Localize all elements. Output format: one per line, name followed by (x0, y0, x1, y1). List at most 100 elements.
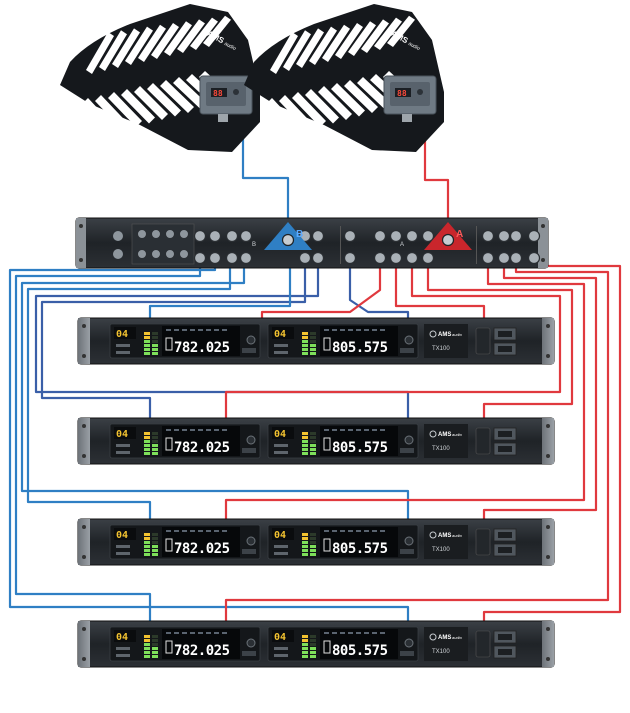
amplifier-display-value: 88 (213, 89, 223, 98)
rf-meter-segment (144, 432, 150, 435)
antenna-slot (147, 83, 181, 117)
network-port-socket (498, 532, 512, 538)
channel-switch (400, 549, 414, 554)
display-indicator (348, 329, 353, 331)
coax-cable-5 (20, 260, 410, 536)
menu-button (116, 344, 130, 347)
antenna-slot (292, 92, 326, 127)
bnc-connector (509, 229, 523, 243)
bnc-connector (298, 251, 312, 265)
receiver-brand: AMS (438, 533, 451, 539)
rf-meter-segment (144, 336, 150, 339)
af-meter-segment (310, 537, 316, 540)
power-jack (113, 249, 123, 259)
brand-logo-icon (429, 531, 437, 539)
display-indicator (332, 429, 337, 431)
display-indicator (324, 329, 329, 331)
bnc-connector (343, 251, 357, 265)
antenna-slot (134, 86, 168, 120)
rf-meter-segment (302, 639, 308, 642)
rf-meter-segment (302, 336, 308, 339)
rf-meter-segment (302, 432, 308, 435)
display-indicator (190, 429, 195, 431)
rack-screw (546, 657, 550, 661)
display-indicator (222, 632, 227, 634)
display-indicator (214, 530, 219, 532)
display-indicator (222, 530, 227, 532)
display-indicator (174, 429, 179, 431)
network-port-socket (498, 331, 512, 337)
channel-knob (404, 335, 414, 345)
channel-switch (242, 651, 256, 656)
display-indicator (372, 530, 377, 532)
usb-slot (475, 327, 491, 355)
bnc-connector (405, 251, 419, 265)
channel-number-display (114, 630, 136, 642)
menu-button (274, 545, 288, 548)
rf-meter-segment (302, 553, 308, 556)
rf-meter-segment (302, 348, 308, 351)
battery-icon (165, 538, 173, 552)
display-indicator (182, 632, 187, 634)
rf-meter-segment (302, 651, 308, 654)
bnc-connector (373, 251, 387, 265)
af-meter-segment (152, 432, 158, 435)
channel-knob (246, 536, 256, 546)
rf-meter-segment (144, 643, 150, 646)
af-meter-segment (152, 655, 158, 658)
rf-meter-segment (302, 436, 308, 439)
battery-icon (165, 640, 173, 654)
battery-icon (165, 437, 173, 451)
af-meter-segment (152, 332, 158, 335)
bnc-connector (193, 251, 207, 265)
af-meter-segment (310, 432, 316, 435)
coax-cable-4 (14, 258, 202, 638)
dc-jack (165, 229, 175, 239)
display-indicator (372, 632, 377, 634)
receiver-model: TX100 (432, 446, 450, 452)
bnc-connector (389, 251, 403, 265)
distributor-ear-right (538, 218, 548, 268)
display-indicator (348, 429, 353, 431)
antenna-slot (160, 80, 194, 113)
cable-group (8, 120, 622, 640)
usb-slot (475, 630, 491, 658)
bnc-connector (421, 251, 435, 265)
network-port-socket (498, 547, 512, 553)
frequency-value: 805.575 (332, 541, 388, 557)
display-indicator (332, 530, 337, 532)
receiver-model: TX100 (432, 649, 450, 655)
brand-panel (424, 525, 468, 559)
rack-screw (546, 354, 550, 358)
bnc-connector (497, 251, 511, 265)
rf-meter-segment (302, 549, 308, 552)
menu-button (116, 545, 130, 548)
af-meter-segment (310, 348, 316, 351)
menu-button (274, 344, 288, 347)
frequency-value: 782.025 (174, 440, 230, 456)
display-indicator (364, 632, 369, 634)
set-button (274, 552, 288, 555)
amplifier-knob (233, 89, 239, 95)
bnc-connector (239, 229, 253, 243)
rf-meter-segment (144, 541, 150, 544)
antenna-slot (138, 24, 166, 62)
bnc-connector (405, 229, 419, 243)
amplifier-connector (402, 114, 412, 122)
brand-panel (424, 324, 468, 358)
rack-screw (82, 627, 86, 631)
channel-knob (404, 536, 414, 546)
display-indicator (198, 530, 203, 532)
receiver-ear-left (78, 621, 90, 667)
display-indicator (380, 429, 385, 431)
receiver-ear-left (78, 519, 90, 565)
antenna-slot (309, 26, 337, 66)
af-meter-segment (310, 647, 316, 650)
display-indicator (166, 632, 171, 634)
rf-meter-segment (302, 344, 308, 347)
